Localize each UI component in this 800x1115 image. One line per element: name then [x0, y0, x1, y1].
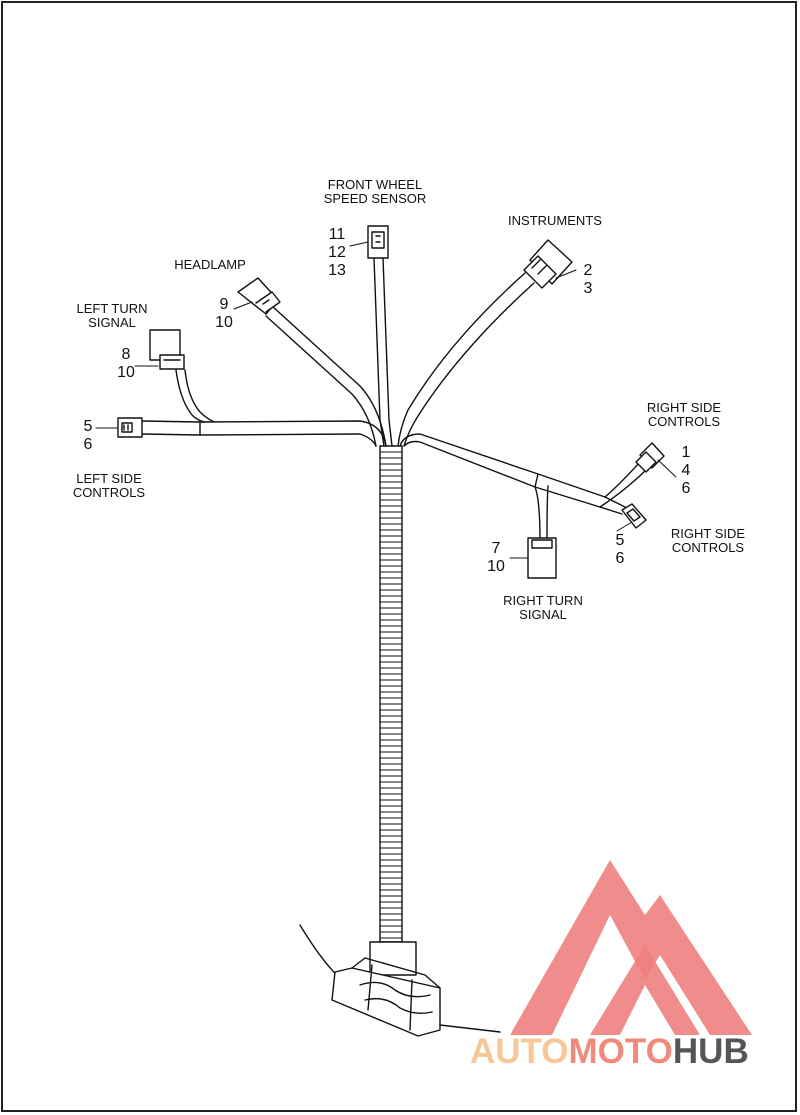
automotohub-logo-text: AUTOMOTOHUB [470, 1032, 749, 1072]
callout-right-turn-signal: 7 10 [482, 540, 510, 576]
label-line: LEFT SIDE [76, 471, 142, 486]
label-line: SPEED SENSOR [323, 191, 427, 206]
connector-instruments [523, 239, 573, 289]
label-right-turn-signal: RIGHT TURN SIGNAL [490, 594, 596, 622]
callout-number: 10 [487, 558, 505, 575]
callout-left-turn-signal: 8 10 [112, 346, 140, 382]
logo-text-hub: HUB [672, 1032, 749, 1071]
connector-front-wheel-speed [367, 225, 389, 259]
callout-number: 11 [328, 226, 346, 243]
callout-right-side-controls-top: 1 4 6 [674, 444, 698, 498]
leader-lines [95, 241, 677, 559]
callout-number: 13 [328, 262, 346, 279]
callout-number: 6 [615, 550, 625, 567]
label-right-side-controls-bottom: RIGHT SIDE CONTROLS [656, 527, 760, 555]
label-line: RIGHT SIDE [670, 526, 746, 541]
bottom-boot [299, 924, 501, 1037]
label-line: CONTROLS [671, 540, 745, 555]
label-left-turn-signal: LEFT TURN SIGNAL [62, 302, 162, 330]
connector-right-turn-signal [527, 537, 557, 579]
connector-right-side-controls-bottom [621, 503, 647, 529]
branch-instruments [397, 272, 535, 447]
branch-headlamp [265, 305, 387, 447]
callout-number: 12 [328, 244, 346, 261]
connector-headlamp [237, 277, 281, 315]
callout-headlamp: 9 10 [210, 296, 238, 332]
branch-left-side-controls [141, 420, 387, 447]
callout-number: 8 [121, 346, 131, 363]
callout-number: 6 [681, 480, 691, 497]
callout-number: 9 [219, 296, 229, 313]
automotohub-logo-mark [510, 860, 752, 1035]
callout-number: 5 [615, 532, 625, 549]
label-line: SIGNAL [88, 315, 136, 330]
callout-right-side-controls-bottom: 5 6 [610, 532, 630, 568]
branch-right-side [399, 433, 649, 515]
callout-number: 2 [583, 262, 593, 279]
logo-text-moto: MOTO [568, 1032, 673, 1071]
label-left-side-controls: LEFT SIDE CONTROLS [56, 472, 162, 500]
callout-number: 4 [681, 462, 691, 479]
label-line: SIGNAL [519, 607, 567, 622]
callout-number: 5 [83, 418, 93, 435]
label-line: RIGHT SIDE [646, 400, 722, 415]
label-line: RIGHT TURN [503, 593, 583, 608]
label-front-wheel-speed-sensor: FRONT WHEEL SPEED SENSOR [310, 178, 440, 206]
label-line: CONTROLS [72, 485, 146, 500]
branch-front-wheel-speed [373, 257, 393, 447]
branch-left-turn-signal [175, 369, 215, 423]
connector-left-side-controls [117, 417, 143, 438]
callout-number: 7 [491, 540, 501, 557]
callout-number: 10 [215, 314, 233, 331]
callout-number: 6 [83, 436, 93, 453]
label-line: CONTROLS [647, 414, 721, 429]
label-line: FRONT WHEEL [327, 177, 423, 192]
label-headlamp: HEADLAMP [174, 257, 246, 272]
logo-text-auto: AUTO [470, 1032, 569, 1071]
callout-instruments: 2 3 [576, 262, 600, 298]
label-instruments: INSTRUMENTS [508, 213, 602, 228]
main-trunk [369, 445, 417, 976]
callout-front-wheel-speed: 11 12 13 [322, 226, 352, 280]
connector-left-turn-signal [149, 329, 185, 370]
label-line: LEFT TURN [76, 301, 148, 316]
callout-number: 3 [583, 280, 593, 297]
callout-number: 10 [117, 364, 135, 381]
branch-right-turn-signal [534, 485, 549, 541]
connector-right-side-controls-top [635, 442, 665, 473]
callout-number: 1 [681, 444, 691, 461]
label-right-side-controls-top: RIGHT SIDE CONTROLS [632, 401, 736, 429]
callout-left-side-controls: 5 6 [78, 418, 98, 454]
